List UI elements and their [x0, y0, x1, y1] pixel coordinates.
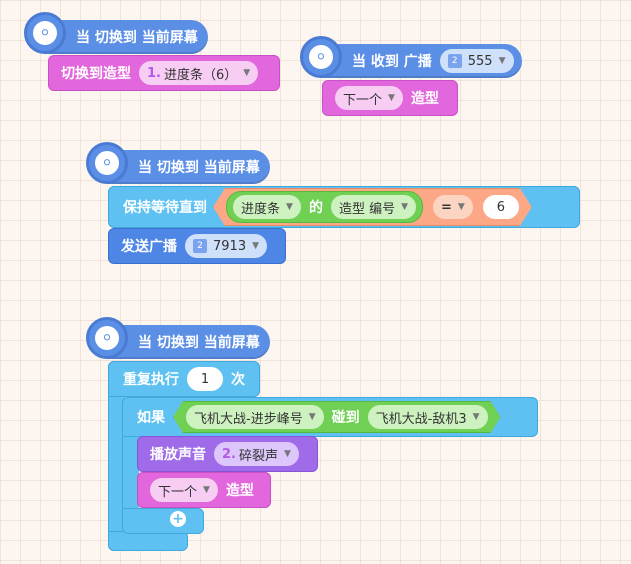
costume-select-dropdown[interactable]: 下一个 ▼ [150, 478, 218, 502]
compare-value: 6 [496, 199, 505, 215]
repeat-block-bottom [108, 531, 188, 551]
chevron-down-icon: ▼ [308, 412, 316, 422]
property-value: 造型 编号 [338, 201, 396, 217]
event-hat-switch-screen-4[interactable]: ⚪ 当 切换到 当前屏幕 [86, 317, 270, 359]
wait-until-label: 保持等待直到 [123, 200, 207, 216]
broadcast-dropdown[interactable]: 2 555 ▼ [439, 49, 514, 73]
satellite-dish-icon: ⚪ [24, 12, 66, 54]
next-costume-block[interactable]: 下一个 ▼ 造型 [322, 80, 458, 116]
add-block-plus-icon[interactable]: + [170, 511, 186, 527]
chevron-down-icon: ▼ [252, 241, 260, 251]
sprite-dropdown[interactable]: 进度条 ▼ [233, 195, 301, 219]
costume-name: 进度条（6） [163, 67, 238, 83]
if-sprite-value: 飞机大战-进步峰号 [194, 411, 303, 427]
hat-label: 当 切换到 当前屏幕 [138, 335, 260, 351]
if-sprite-dropdown[interactable]: 飞机大战-进步峰号 ▼ [186, 405, 324, 429]
touch-target-dropdown[interactable]: 飞机大战-敌机3 ▼ [368, 405, 488, 429]
send-broadcast-block[interactable]: 发送广播 2 7913 ▼ [108, 228, 286, 264]
of-label: 的 [308, 200, 323, 216]
touch-target-value: 飞机大战-敌机3 [375, 411, 467, 427]
play-sound-label: 播放声音 [150, 447, 206, 463]
repeat-block[interactable]: 重复执行 1 次 [108, 361, 260, 397]
if-label: 如果 [137, 410, 165, 426]
chevron-down-icon: ▼ [388, 93, 395, 103]
send-broadcast-value: 7913 [213, 238, 247, 254]
event-hat-switch-screen-3[interactable]: ⚪ 当 切换到 当前屏幕 [86, 142, 270, 184]
costume-suffix: 造型 [225, 483, 254, 499]
operator-dropdown[interactable]: = ▼ [433, 195, 473, 219]
send-broadcast-dropdown[interactable]: 2 7913 ▼ [185, 234, 268, 258]
touching-condition-block[interactable]: 飞机大战-进步峰号 ▼ 碰到 飞机大战-敌机3 ▼ [173, 401, 501, 433]
broadcast-badge-icon: 2 [193, 239, 207, 253]
chevron-down-icon: ▼ [498, 56, 506, 66]
costume-dropdown[interactable]: 1. 进度条（6） ▼ [139, 61, 259, 85]
operator-value: = [441, 199, 452, 215]
costume-select-value: 下一个 [158, 484, 198, 500]
costume-suffix: 造型 [410, 91, 439, 107]
chevron-down-icon: ▼ [401, 202, 408, 212]
chevron-down-icon: ▼ [203, 485, 210, 495]
chevron-down-icon: ▼ [243, 68, 251, 78]
hat-label: 当 切换到 当前屏幕 [138, 160, 260, 176]
sprite-value: 进度条 [241, 201, 281, 217]
event-hat-switch-screen-1[interactable]: ⚪ 当 切换到 当前屏幕 [24, 12, 208, 54]
broadcast-value: 555 [467, 53, 493, 69]
chevron-down-icon: ▼ [286, 202, 293, 212]
sound-number: 2. [222, 446, 236, 462]
satellite-dish-icon: ⚪ [86, 317, 128, 359]
sensing-property-block[interactable]: 进度条 ▼ 的 造型 编号 ▼ [226, 191, 423, 223]
sound-dropdown[interactable]: 2. 碎裂声 ▼ [214, 442, 299, 466]
switch-costume-block[interactable]: 切换到造型 1. 进度条（6） ▼ [48, 55, 280, 91]
sound-name: 碎裂声 [238, 448, 278, 464]
costume-select-value: 下一个 [343, 92, 383, 108]
send-broadcast-label: 发送广播 [121, 239, 177, 255]
hat-label: 当 收到 广播 [352, 54, 432, 70]
equals-operator-block[interactable]: 进度条 ▼ 的 造型 编号 ▼ = ▼ 6 [213, 188, 532, 226]
costume-number: 1. [147, 65, 161, 81]
repeat-count-input[interactable]: 1 [187, 367, 223, 391]
broadcast-badge-icon: 2 [447, 54, 462, 68]
switch-costume-label: 切换到造型 [61, 66, 131, 82]
wait-until-block[interactable]: 保持等待直到 进度条 ▼ 的 造型 编号 ▼ = ▼ 6 [108, 186, 580, 228]
chevron-down-icon: ▼ [472, 412, 480, 422]
satellite-dish-icon: ⚪ [86, 142, 128, 184]
repeat-count: 1 [200, 371, 210, 387]
property-dropdown[interactable]: 造型 编号 ▼ [331, 195, 416, 219]
chevron-down-icon: ▼ [284, 449, 291, 459]
if-block[interactable]: 如果 飞机大战-进步峰号 ▼ 碰到 飞机大战-敌机3 ▼ [122, 397, 538, 437]
touch-label: 碰到 [331, 410, 360, 426]
chevron-down-icon: ▼ [457, 202, 465, 212]
if-block-bottom [122, 508, 204, 534]
satellite-dish-icon: ⚪ [300, 36, 342, 78]
hat-label: 当 切换到 当前屏幕 [76, 30, 198, 46]
play-sound-block[interactable]: 播放声音 2. 碎裂声 ▼ [137, 436, 318, 472]
repeat-label: 重复执行 [123, 372, 179, 388]
costume-select-dropdown[interactable]: 下一个 ▼ [335, 86, 403, 110]
compare-value-input[interactable]: 6 [483, 195, 519, 219]
event-hat-receive-broadcast[interactable]: ⚪ 当 收到 广播 2 555 ▼ [300, 36, 522, 78]
next-costume-block-4[interactable]: 下一个 ▼ 造型 [137, 472, 271, 508]
repeat-suffix: 次 [231, 372, 245, 388]
